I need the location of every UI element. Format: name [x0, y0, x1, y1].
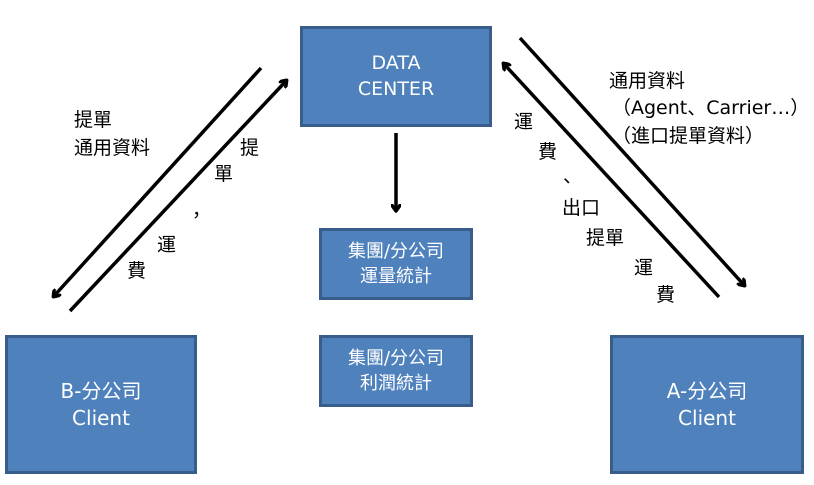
label-b-to-dc-char: 單: [214, 163, 234, 185]
data-center-node: DATA CENTER: [300, 26, 492, 127]
label-dc-to-a-line1: 通用資料: [609, 70, 686, 92]
label-b-to-dc-char: 提: [240, 137, 260, 159]
data-center-line1: DATA: [371, 51, 421, 74]
data-center-line2: CENTER: [357, 77, 435, 100]
client-b-node: B-分公司 Client: [5, 335, 197, 474]
client-a-line1: A-分公司: [666, 378, 748, 403]
client-a-line2: Client: [678, 405, 736, 430]
profit-statistics-line2: 利潤統計: [360, 373, 432, 394]
profit-statistics-node: 集團/分公司 利潤統計: [319, 335, 473, 407]
profit-statistics-line1: 集團/分公司: [347, 347, 445, 369]
label-dc-to-a-line3: （進口提單資料）: [612, 125, 765, 147]
arrow-client-b-to-dc: [68, 81, 286, 313]
label-a-to-dc-char: 、: [563, 165, 583, 187]
volume-statistics-node: 集團/分公司 運量統計: [319, 228, 473, 300]
label-a-to-dc-char: 費: [538, 141, 558, 163]
client-b-line1: B-分公司: [60, 378, 142, 403]
volume-statistics-line2: 運量統計: [360, 266, 432, 287]
label-a-to-dc-char: 運: [514, 111, 534, 133]
arrow-client-a-to-dc: [504, 64, 721, 299]
volume-statistics-line1: 集團/分公司: [347, 240, 445, 262]
label-a-to-dc-char: 費: [656, 284, 676, 306]
client-a-node: A-分公司 Client: [610, 335, 804, 474]
label-dc-to-b-line2: 通用資料: [74, 137, 151, 159]
label-dc-to-b-line1: 提單: [74, 109, 113, 131]
label-a-to-dc-char: 提單: [586, 227, 625, 249]
label-a-to-dc-char: 出口: [562, 197, 601, 219]
arrow-dc-to-client-b: [54, 66, 263, 296]
client-b-line2: Client: [72, 405, 130, 430]
label-b-to-dc-char: 費: [127, 260, 147, 282]
arrow-dc-to-client-a: [518, 36, 744, 285]
label-dc-to-a-line2: （Agent、Carrier…）: [612, 97, 810, 119]
label-b-to-dc-char: ，: [192, 199, 212, 221]
label-b-to-dc-char: 運: [157, 234, 177, 256]
label-a-to-dc-char: 運: [634, 257, 654, 279]
